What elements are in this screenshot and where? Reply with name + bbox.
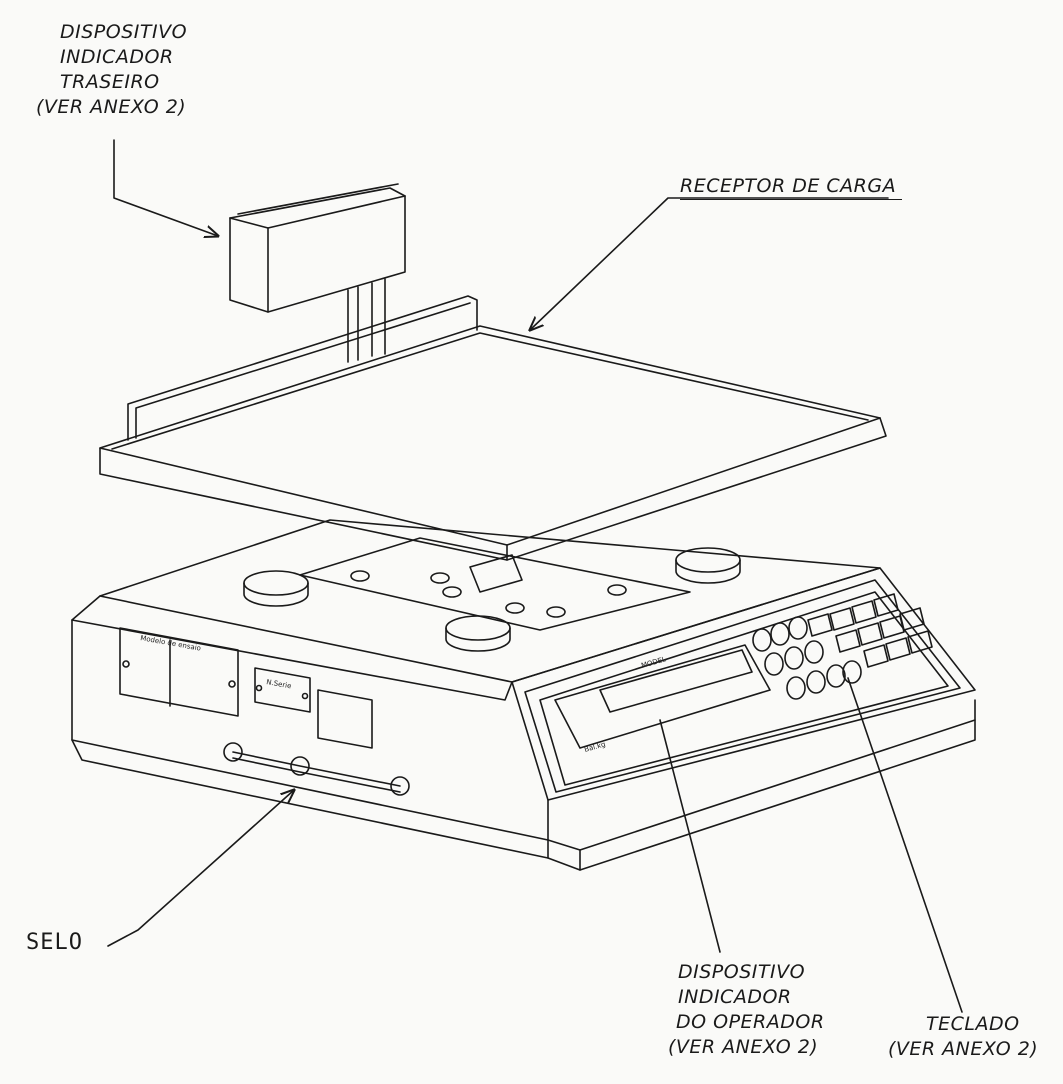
- load-receptor-label: RECEPTOR DE CARGA: [680, 174, 903, 200]
- svg-text:Bal.kg: Bal.kg: [583, 740, 606, 754]
- rear-indicator-device: [229, 183, 406, 363]
- load-receptor-platter: [99, 295, 887, 561]
- rear-indicator-label: DISPOSITIVO INDICADOR TRASEIRO (VER ANEX…: [36, 20, 188, 120]
- operator-indicator-line-1: DISPOSITIVO: [678, 961, 806, 983]
- rear-indicator-line-4: (VER ANEXO 2): [36, 96, 187, 118]
- rear-indicator-line-2: INDICADOR: [60, 46, 174, 68]
- scale-base: Bal.kg MODEL Modelo de ensaio N.Serie: [71, 519, 976, 871]
- rear-indicator-line-1: DISPOSITIVO: [60, 21, 188, 43]
- svg-text:MODEL: MODEL: [640, 655, 667, 670]
- seal-wire: [223, 742, 410, 796]
- seal-label: SELO: [26, 930, 83, 955]
- operator-indicator-line-3: DO OPERADOR: [676, 1011, 825, 1033]
- keyboard-line-1: TECLADO: [926, 1013, 1020, 1035]
- operator-indicator-label: DISPOSITIVO INDICADOR DO OPERADOR (VER A…: [668, 960, 825, 1060]
- leveling-feet: [243, 547, 741, 652]
- leader-lines: [107, 139, 963, 1013]
- svg-text:N.Serie: N.Serie: [266, 678, 292, 690]
- operator-indicator-line-2: INDICADOR: [678, 986, 792, 1008]
- rear-indicator-line-3: TRASEIRO: [60, 71, 160, 93]
- keyboard-label: TECLADO (VER ANEXO 2): [888, 1012, 1038, 1062]
- keypad: [752, 593, 933, 700]
- operator-indicator-line-4: (VER ANEXO 2): [668, 1036, 819, 1058]
- keyboard-line-2: (VER ANEXO 2): [888, 1038, 1039, 1060]
